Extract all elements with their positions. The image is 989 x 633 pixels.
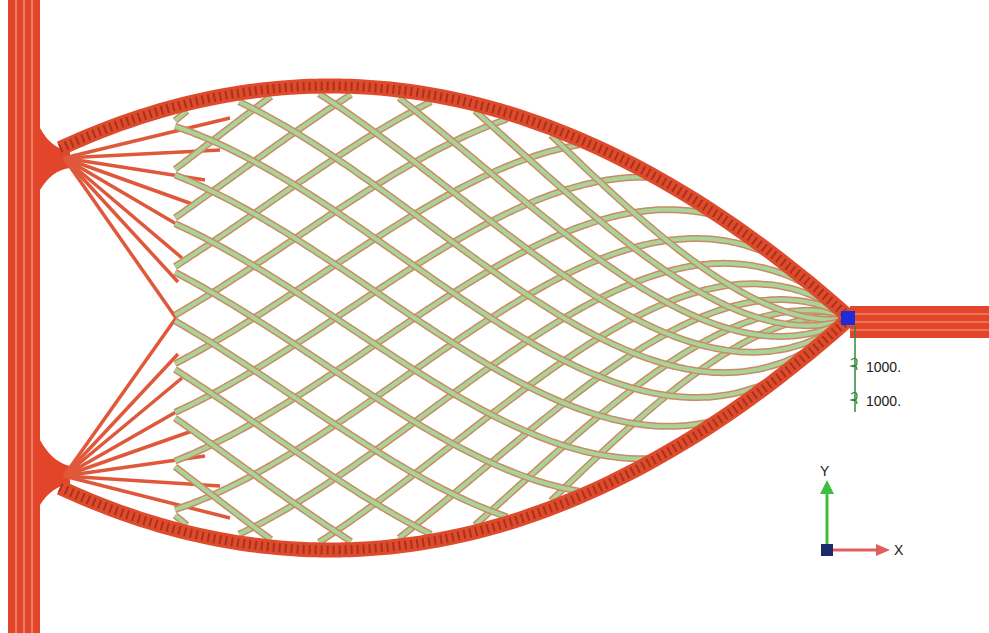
triad-origin [821,544,833,556]
load-value: 1000. [866,394,901,408]
mesh-line [850,329,989,330]
member-edge [239,102,819,373]
y-axis [826,492,829,550]
fan-member [64,404,190,476]
load-curl [851,358,857,370]
truss-member [239,102,819,373]
x-arrowhead [876,544,890,556]
fan-member [64,354,178,476]
support-bar [8,0,40,633]
truss-grid [175,94,843,543]
member-edge [175,321,507,517]
x-axis [827,549,878,552]
lens-outline [60,86,850,550]
truss-member [175,321,507,517]
axis-label: Y [820,464,829,478]
outline-hatch [60,86,850,318]
load-curl [851,392,857,404]
load-node [841,311,855,325]
fan-member [64,318,176,476]
truss-member [239,263,819,534]
fixed-support-bar [8,0,70,633]
member-edge [175,418,351,541]
y-arrowhead [820,480,834,494]
arm-bar [850,306,989,338]
load-symbol [841,311,857,412]
mesh-line [31,0,32,633]
mesh-line [23,0,24,633]
mesh-line [850,321,989,322]
outline-band [60,318,850,550]
axis-triad [820,480,890,556]
fan-member [64,158,178,282]
load-value: 1000. [866,360,901,374]
fan-member [64,158,176,318]
mesh-line [15,0,16,633]
axis-label: X [894,543,903,557]
fan-member [64,158,190,232]
mesh-line [850,313,989,314]
truss-member [175,418,351,541]
outline-hatch [60,318,850,550]
outline-band [60,86,850,318]
load-arm [850,306,989,338]
fan-members [64,118,230,518]
member-edge [239,263,819,534]
